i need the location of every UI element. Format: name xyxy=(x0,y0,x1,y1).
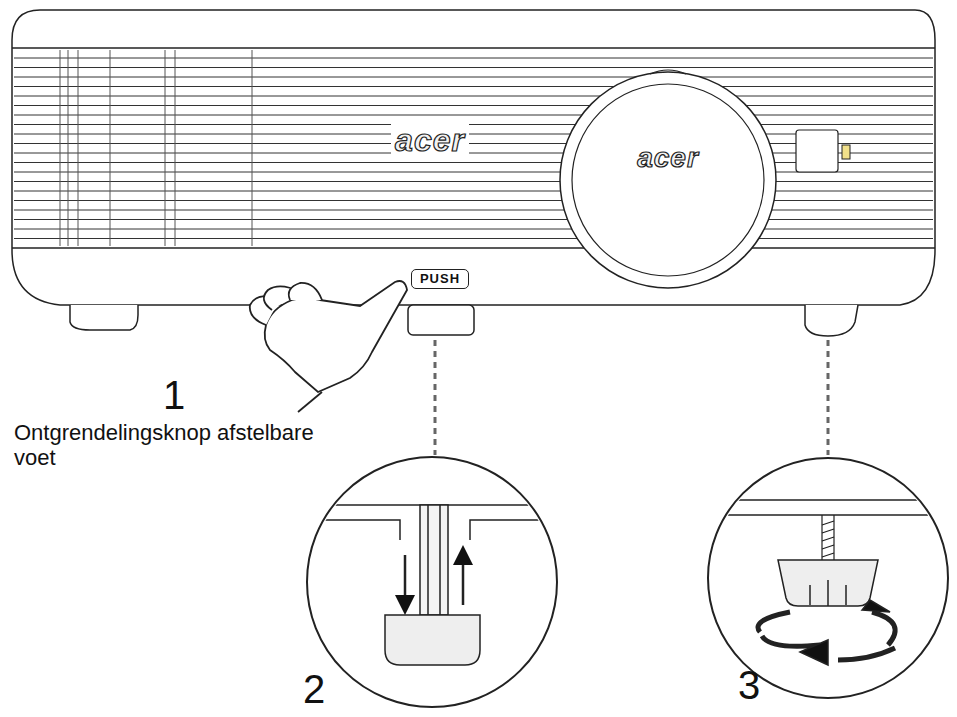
detail-circle xyxy=(708,458,948,698)
leader-line xyxy=(435,340,828,455)
vent-grille xyxy=(14,58,933,239)
button-label: PUSH xyxy=(411,269,469,290)
callout-number: 3 xyxy=(738,662,760,708)
brand-logo: acer xyxy=(633,142,703,174)
detail-circle xyxy=(307,457,557,707)
brand-logo: acer xyxy=(391,122,469,159)
feet xyxy=(70,305,858,336)
lens-ring xyxy=(560,72,776,288)
projector-body xyxy=(12,10,935,305)
grille-detail xyxy=(60,50,252,246)
callout-number: 2 xyxy=(303,666,325,712)
part-label: Ontgrendelingsknop afstelbare voet xyxy=(14,420,314,471)
callout-number: 1 xyxy=(163,372,185,418)
hand xyxy=(250,281,407,412)
ir-sensor xyxy=(796,130,838,172)
lens xyxy=(572,84,764,276)
